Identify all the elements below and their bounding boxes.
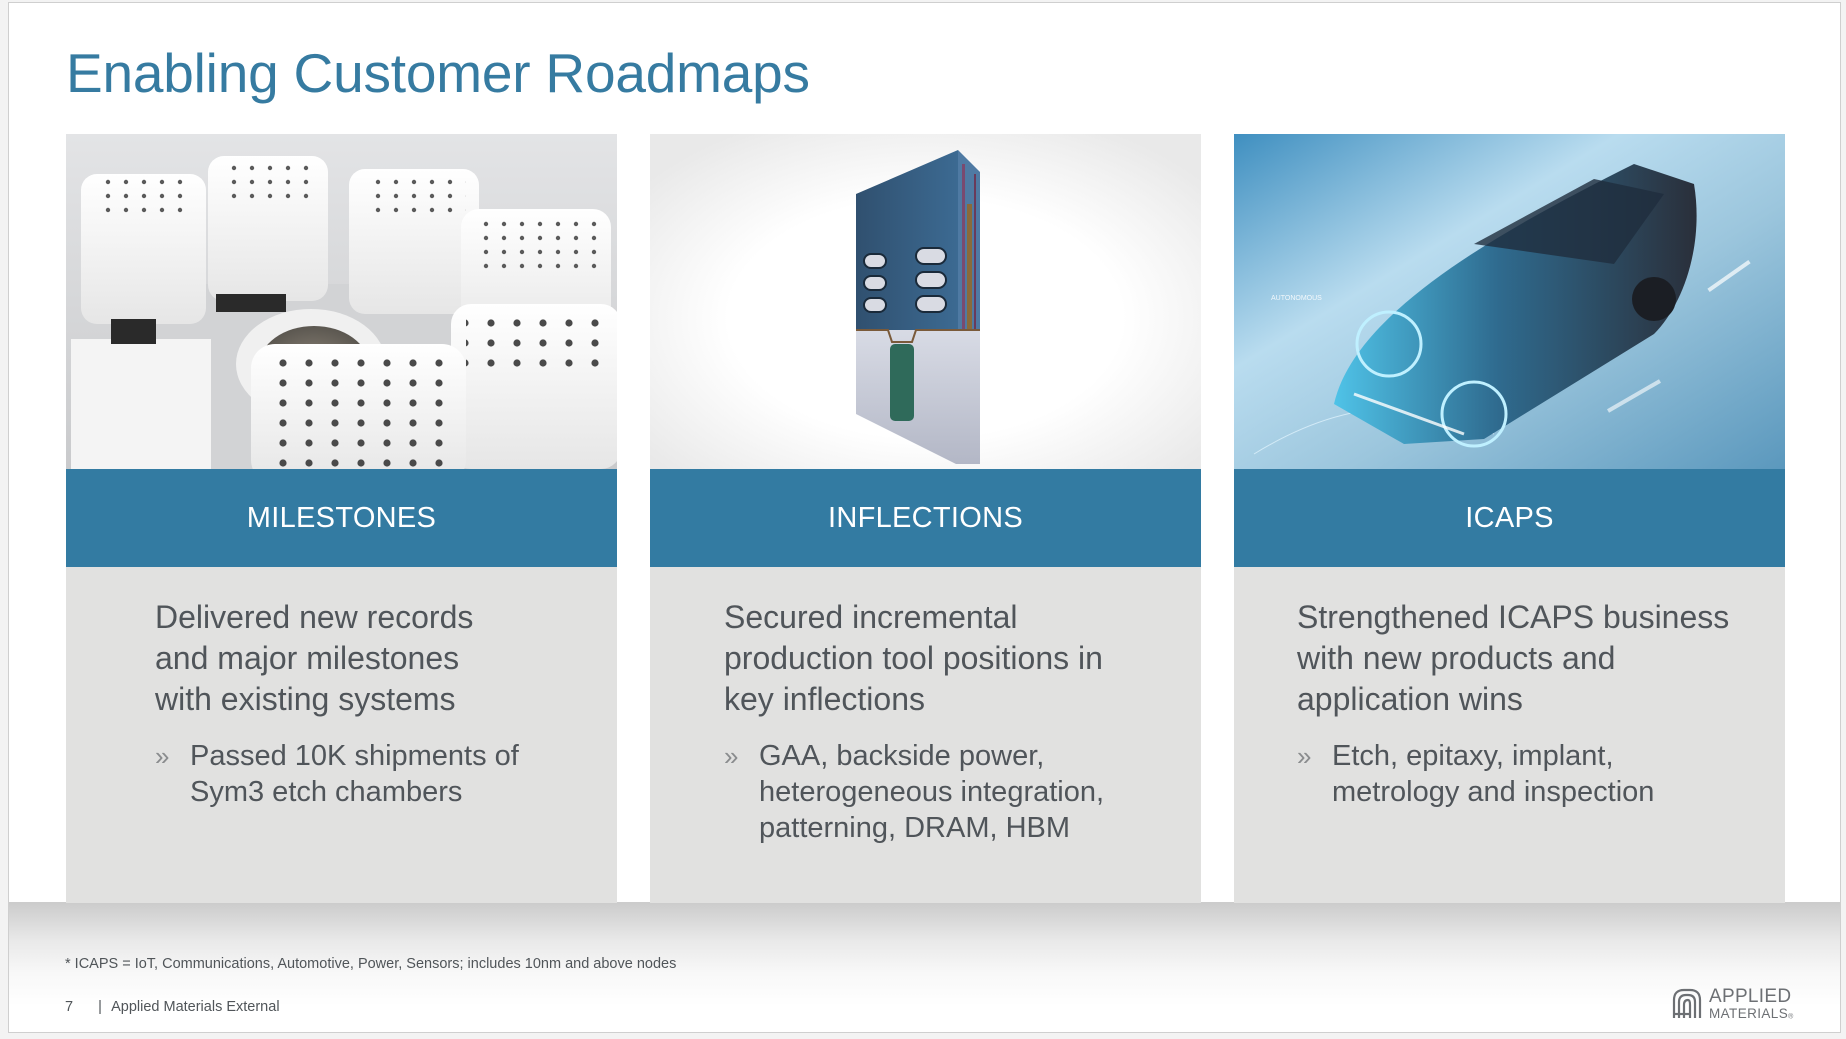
slide-title: Enabling Customer Roadmaps — [66, 42, 810, 104]
applied-materials-logo-icon — [1672, 988, 1702, 1019]
bullet-chevron-icon: » — [1297, 741, 1312, 771]
footer-band — [9, 902, 1840, 1032]
footnote: * ICAPS = IoT, Communications, Automotiv… — [65, 956, 677, 972]
card-image-gaa-transistor — [650, 134, 1201, 469]
card-bullet-text: Passed 10K shipments of Sym3 etch chambe… — [190, 740, 519, 808]
card-headline: Strengthened ICAPS business with new pro… — [1297, 599, 1730, 717]
logo-line-2-wrap: MATERIALS® — [1709, 1007, 1794, 1021]
card-headline: Secured incremental production tool posi… — [724, 599, 1103, 717]
car-image-label: AUTONOMOUS — [1271, 295, 1322, 302]
card-bullet-text: Etch, epitaxy, implant, metrology and in… — [1332, 740, 1655, 808]
card-image-automotive: AUTONOMOUS — [1234, 134, 1785, 469]
card-headline: Delivered new records and major mileston… — [155, 599, 474, 717]
card-inflections: INFLECTIONS Secured incremental producti… — [650, 134, 1201, 903]
card-body: Delivered new records and major mileston… — [66, 597, 617, 810]
logo-line-2: MATERIALS — [1709, 1006, 1789, 1021]
classification-label: Applied Materials External — [111, 999, 280, 1015]
card-banner-milestones: MILESTONES — [66, 469, 617, 567]
card-body: Secured incremental production tool posi… — [650, 597, 1201, 846]
slide: Enabling Customer Roadmaps — [8, 2, 1841, 1033]
page-number: 7 — [65, 999, 74, 1015]
card-banner-icaps: ICAPS — [1234, 469, 1785, 567]
card-bullet: » Etch, epitaxy, implant, metrology and … — [1297, 738, 1732, 810]
card-image-etch-system — [66, 134, 617, 469]
slide-footer: 7 | Applied Materials External — [65, 999, 280, 1015]
card-body: Strengthened ICAPS business with new pro… — [1234, 597, 1785, 810]
bullet-chevron-icon: » — [724, 741, 739, 771]
card-bullet-text: GAA, backside power, heterogeneous integ… — [759, 740, 1105, 844]
logo-line-1: APPLIED — [1709, 986, 1792, 1007]
card-bullet: » Passed 10K shipments of Sym3 etch cham… — [155, 738, 550, 810]
card-milestones: MILESTONES Delivered new records and maj… — [66, 134, 617, 903]
bullet-chevron-icon: » — [155, 741, 170, 771]
card-icaps: AUTONOMOUS ICAPS Strengthened ICAPS busi… — [1234, 134, 1785, 903]
footer-separator: | — [98, 999, 102, 1015]
card-banner-inflections: INFLECTIONS — [650, 469, 1201, 567]
registered-mark: ® — [1788, 1013, 1794, 1021]
applied-materials-logo: APPLIED MATERIALS® — [1672, 987, 1794, 1021]
card-bullet: » GAA, backside power, heterogeneous int… — [724, 738, 1159, 846]
logo-wordmark: APPLIED MATERIALS® — [1709, 987, 1794, 1021]
